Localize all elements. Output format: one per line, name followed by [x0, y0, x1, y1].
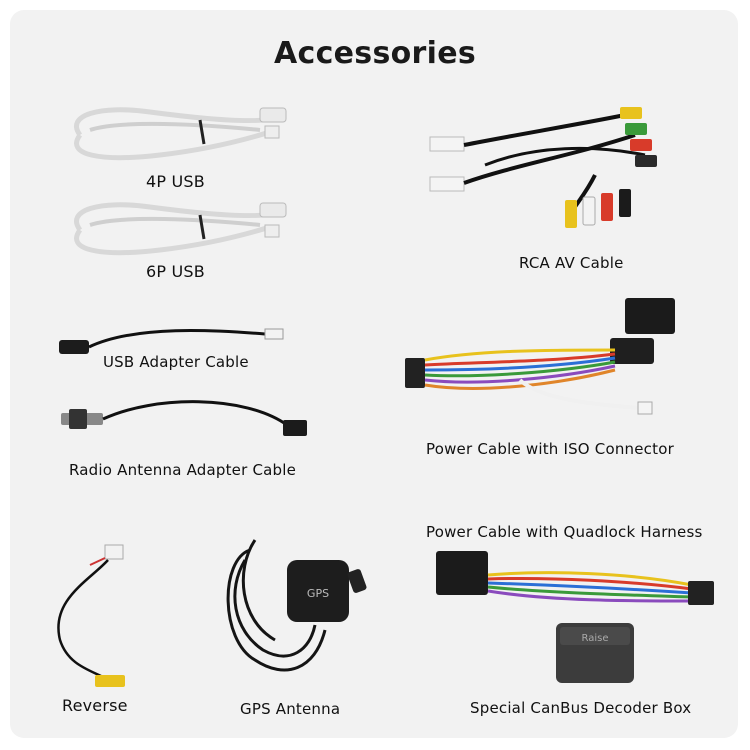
- radio-antenna-adapter-cable-image: [61, 400, 307, 436]
- rca-av-cable-image: [429, 107, 657, 228]
- item-label-rca-av-cable: RCA AV Cable: [519, 254, 624, 272]
- 4p-usb-cable-image: [74, 107, 287, 161]
- item-label-reverse: Reverse: [62, 696, 128, 715]
- background-panel: [10, 10, 738, 738]
- gps-module-text: GPS: [307, 587, 329, 600]
- item-label-6p-usb: 6P USB: [146, 262, 205, 281]
- item-label-4p-usb: 4P USB: [146, 172, 205, 191]
- item-label-gps-antenna: GPS Antenna: [240, 700, 341, 718]
- item-label-radio-antenna-adapter-cable: Radio Antenna Adapter Cable: [69, 461, 297, 479]
- usb-adapter-cable-image: [59, 328, 284, 354]
- reverse-cable-image: [57, 544, 125, 687]
- canbus-decoder-box-image: Raise: [556, 623, 634, 683]
- 6p-usb-cable-image: [74, 202, 287, 256]
- power-cable-iso-connector-image: [405, 298, 675, 415]
- power-cable-quadlock-harness-image: [436, 551, 714, 605]
- item-label-canbus-decoder-box: Special CanBus Decoder Box: [470, 699, 692, 717]
- item-label-power-cable-iso-connector: Power Cable with ISO Connector: [426, 440, 674, 458]
- decoder-box-text: Raise: [582, 633, 609, 644]
- gps-antenna-image: GPS: [226, 539, 367, 672]
- item-label-power-cable-quadlock-harness: Power Cable with Quadlock Harness: [426, 523, 703, 541]
- page-title: Accessories: [273, 36, 477, 71]
- item-label-usb-adapter-cable: USB Adapter Cable: [103, 353, 249, 371]
